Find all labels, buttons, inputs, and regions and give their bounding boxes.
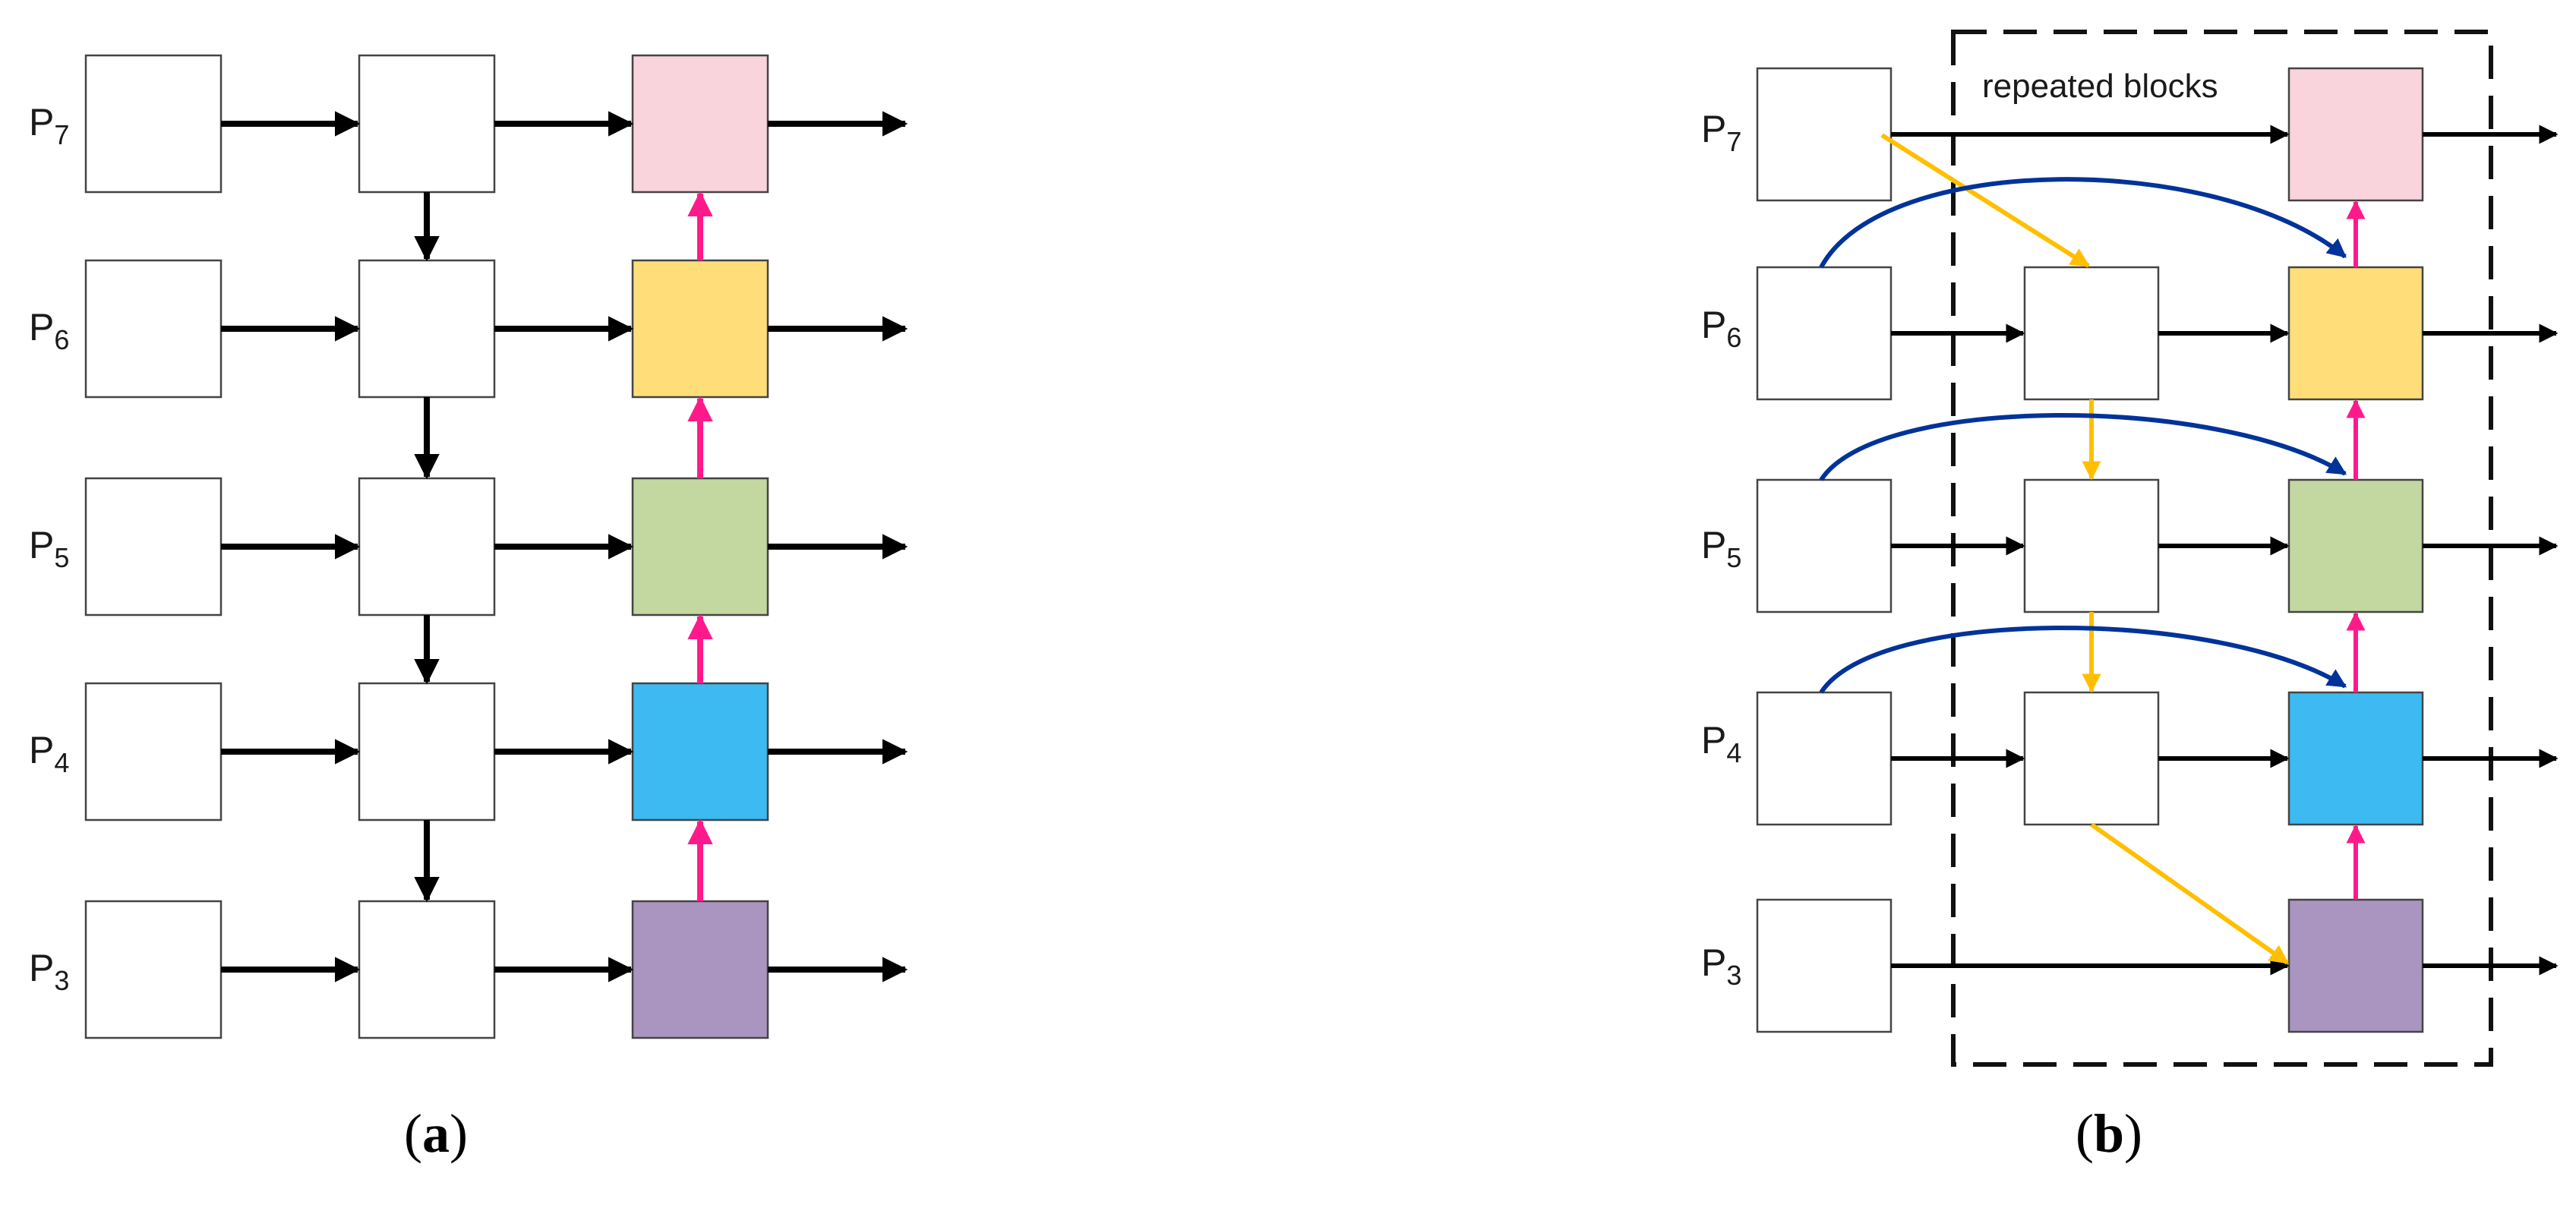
a-input-p5 (84, 477, 223, 617)
b-out-p4 (2287, 691, 2424, 826)
a-td-p6 (358, 259, 496, 399)
panel-a: P7 P6 P5 P4 P3 (29, 54, 908, 1164)
label-p7-a: P7 (29, 101, 69, 150)
caption-a: (a) (404, 1103, 468, 1164)
b-out-p7 (2287, 67, 2424, 202)
label-p7-b: P7 (1701, 108, 1741, 157)
a-arrows-c1-c2 (221, 111, 361, 982)
a-out-p5 (631, 477, 769, 617)
b-arrows-blue (1819, 177, 2347, 694)
b-mid-p6 (2023, 266, 2160, 401)
b-input-p3 (1756, 898, 1893, 1033)
label-p5-b: P5 (1701, 524, 1741, 573)
panel-b: repeated blocks P7 P6 P5 P4 P3 (1701, 30, 2559, 1164)
b-arrows-black (1891, 125, 2559, 976)
label-p6-a: P6 (29, 306, 69, 355)
a-input-p6 (84, 259, 223, 399)
b-out-p3 (2287, 898, 2424, 1033)
b-arrows-yellow (1880, 133, 2290, 965)
b-mid-p5 (2023, 478, 2160, 613)
caption-b: (b) (2076, 1103, 2142, 1164)
a-out-p3 (631, 900, 769, 1039)
b-out-p6 (2287, 266, 2424, 401)
b-input-p6 (1756, 266, 1893, 401)
a-input-p3 (84, 900, 223, 1039)
label-p4-b: P4 (1701, 719, 1741, 768)
label-p5-a: P5 (29, 524, 69, 573)
b-mid-p4 (2023, 691, 2160, 826)
a-out-p4 (631, 682, 769, 822)
label-p3-b: P3 (1701, 941, 1741, 991)
repeated-blocks-label: repeated blocks (1982, 68, 2218, 105)
a-input-p4 (84, 682, 223, 822)
label-p4-a: P4 (29, 729, 69, 778)
a-td-p7 (358, 54, 496, 194)
b-input-p4 (1756, 691, 1893, 826)
a-out-p6 (631, 259, 769, 399)
b-input-p7 (1756, 67, 1893, 202)
label-p6-b: P6 (1701, 304, 1741, 353)
a-td-p4 (358, 682, 496, 822)
a-input-p7 (84, 54, 223, 194)
b-out-p5 (2287, 478, 2424, 613)
a-out-p7 (631, 54, 769, 194)
b-input-p5 (1756, 478, 1893, 613)
a-arrows-out (768, 111, 908, 982)
a-arrows-c2-c3 (494, 111, 634, 982)
a-td-p5 (358, 477, 496, 617)
repeated-blocks-label-bg (1976, 62, 2278, 111)
a-td-p3 (358, 900, 496, 1039)
label-p3-a: P3 (29, 947, 69, 996)
